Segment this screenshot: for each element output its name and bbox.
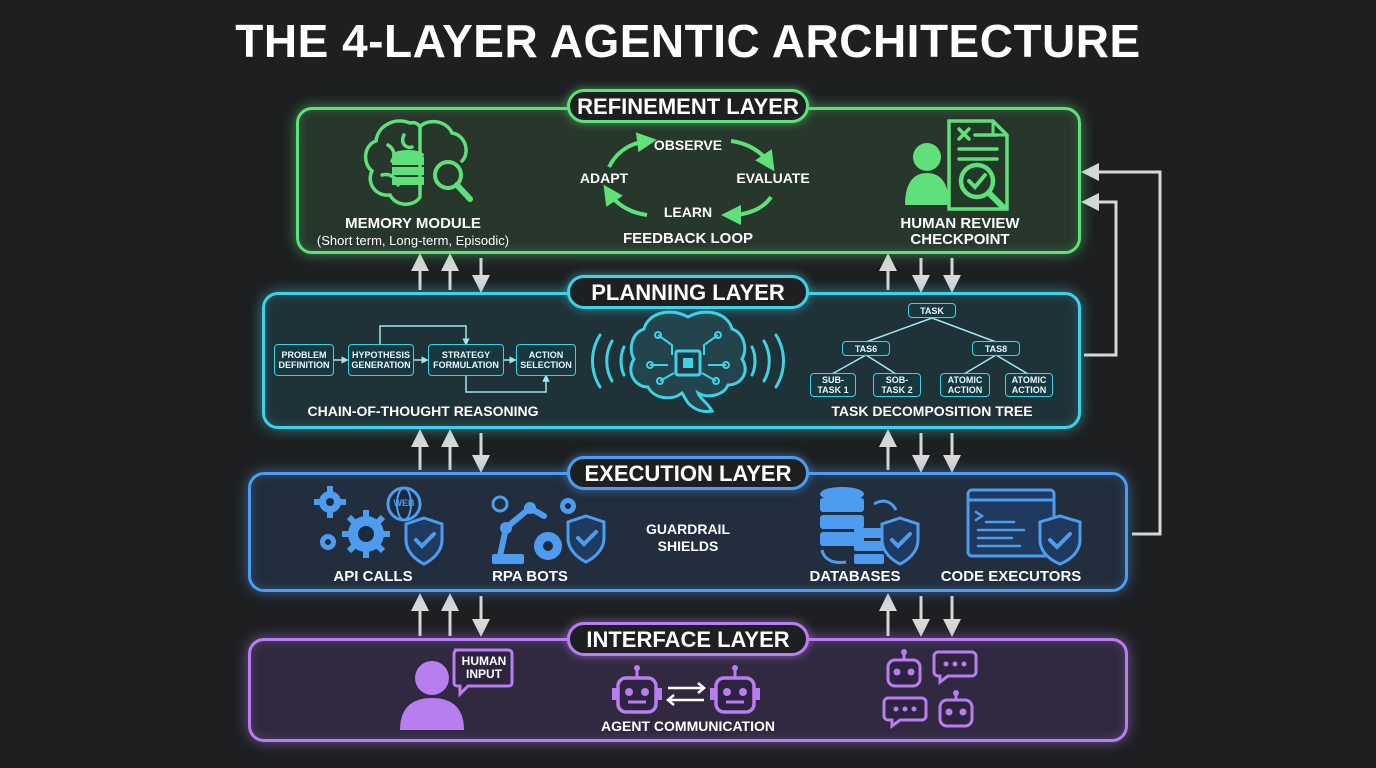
page-title: THE 4-LAYER AGENTIC ARCHITECTURE xyxy=(235,15,1141,67)
task-tree-leaf-line: ACTION xyxy=(947,385,983,395)
loop-adapt-label: ADAPT xyxy=(579,170,629,186)
human-input-line2: INPUT xyxy=(466,667,502,681)
execution-layer-title: EXECUTION LAYER xyxy=(567,456,809,490)
task-tree-leaf-line: ATOMIC xyxy=(1011,375,1047,385)
person-speech-icon xyxy=(400,648,514,730)
task-tree-node: TAS8 xyxy=(972,341,1020,356)
memory-module-sublabel: (Short term, Long-term, Episodic) xyxy=(316,233,510,248)
brain-database-icon xyxy=(363,119,473,206)
databases-label: DATABASES xyxy=(809,568,901,585)
robots-chat-icon xyxy=(882,649,978,729)
cot-step-line: HYPOTHESIS xyxy=(351,350,410,360)
refinement-layer-title: REFINEMENT LAYER xyxy=(567,89,809,123)
task-tree-leaf-line: SUB- xyxy=(822,375,844,385)
api-calls-label: API CALLS xyxy=(333,568,413,585)
rpa-bots-label: RPA BOTS xyxy=(492,568,568,585)
task-tree-leaf-line: ATOMIC xyxy=(947,375,983,385)
robot-arm-shield-icon xyxy=(491,495,606,564)
cot-step-line: SELECTION xyxy=(520,360,572,370)
feedback-loop-label: FEEDBACK LOOP xyxy=(622,230,753,247)
task-tree-label: TASK DECOMPOSITION TREE xyxy=(831,403,1033,419)
loop-observe-label: OBSERVE xyxy=(653,137,723,153)
robots-exchange-icon xyxy=(612,665,760,714)
cot-label: CHAIN-OF-THOUGHT REASONING xyxy=(307,403,539,419)
planning-layer-title: PLANNING LAYER xyxy=(567,275,809,309)
terminal-shield-icon xyxy=(966,488,1082,566)
task-tree-leaf: SOB-TASK 2 xyxy=(873,373,921,397)
task-tree-leaf-line: TASK 2 xyxy=(881,385,913,395)
checkpoint-label: CHECKPOINT xyxy=(910,231,1010,248)
interface-layer-title: INTERFACE LAYER xyxy=(567,622,809,656)
task-tree-root: TASK xyxy=(908,303,956,318)
cot-step-line: DEFINITION xyxy=(278,360,330,370)
task-tree-leaf-line: SOB- xyxy=(885,375,909,385)
human-review-label: HUMAN REVIEW xyxy=(900,215,1020,232)
shields-label: SHIELDS xyxy=(657,538,719,554)
cot-step-line: FORMULATION xyxy=(433,360,499,370)
cot-step-line: PROBLEM xyxy=(281,350,327,360)
code-executors-label: CODE EXECUTORS xyxy=(940,568,1082,585)
human-review-document-icon xyxy=(905,119,1009,211)
memory-module-label: MEMORY MODULE xyxy=(345,215,481,232)
task-tree-leaf-line: ACTION xyxy=(1011,385,1047,395)
cot-step-line: GENERATION xyxy=(351,360,411,370)
gears-web-shield-icon xyxy=(314,486,444,566)
loop-learn-label: LEARN xyxy=(663,204,713,220)
loop-evaluate-label: EVALUATE xyxy=(736,170,810,186)
cot-step-line: ACTION xyxy=(528,350,564,360)
feedback-loop-arrows-icon xyxy=(603,132,775,225)
database-shield-icon xyxy=(820,487,920,566)
task-tree-leaf-line: TASK 1 xyxy=(817,385,849,395)
human-input-line1: HUMAN xyxy=(461,654,507,668)
task-tree-leaf: SUB-TASK 1 xyxy=(810,373,856,397)
cot-step-line: STRATEGY xyxy=(441,350,491,360)
task-tree-node: TAS6 xyxy=(842,341,890,356)
web-badge: WEB xyxy=(393,498,415,508)
brain-chip-icon xyxy=(591,310,785,413)
agent-communication-label: AGENT COMMUNICATION xyxy=(601,718,775,734)
guardrail-label: GUARDRAIL xyxy=(646,521,730,537)
